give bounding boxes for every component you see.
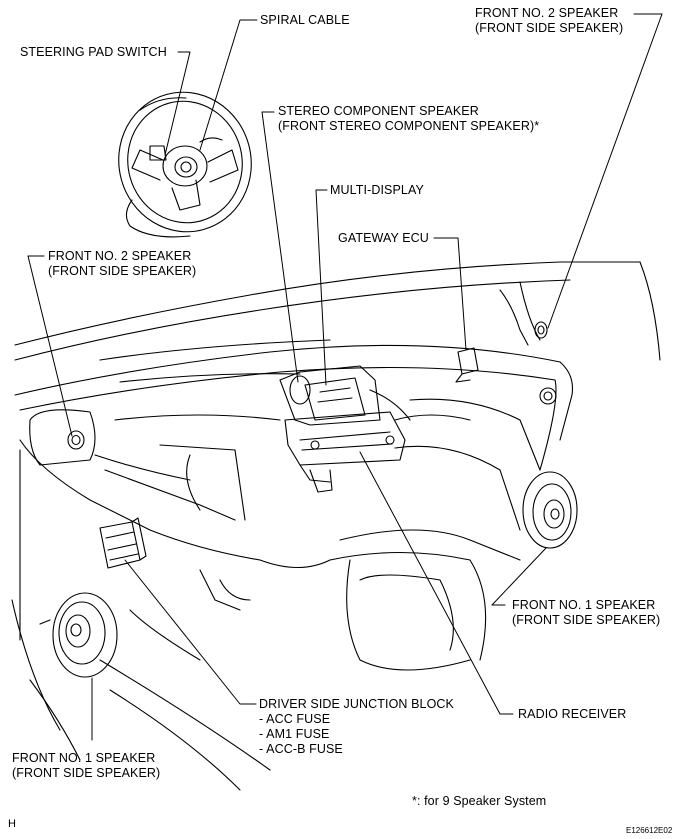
footnote: *: for 9 Speaker System xyxy=(412,794,546,809)
label-stereo-component-speaker: STEREO COMPONENT SPEAKER (FRONT STEREO C… xyxy=(278,104,539,134)
label-front-no1-speaker-right: FRONT NO. 1 SPEAKER (FRONT SIDE SPEAKER) xyxy=(512,598,660,628)
label-front-no2-speaker-left-line2: (FRONT SIDE SPEAKER) xyxy=(48,264,197,278)
label-spiral-cable: SPIRAL CABLE xyxy=(260,13,350,28)
label-front-no1-speaker-right-line2: (FRONT SIDE SPEAKER) xyxy=(512,613,661,627)
gateway-ecu-drawing xyxy=(455,347,479,383)
label-junction-block-title: DRIVER SIDE JUNCTION BLOCK xyxy=(259,697,454,711)
label-am1-fuse: - AM1 FUSE xyxy=(259,727,330,741)
steering-wheel-drawing xyxy=(118,91,252,238)
label-gateway-ecu-text: GATEWAY ECU xyxy=(338,231,429,245)
label-steering-pad-switch-text: STEERING PAD SWITCH xyxy=(20,45,167,59)
label-multi-display: MULTI-DISPLAY xyxy=(330,183,424,198)
front-no2-speaker-right-drawing xyxy=(534,321,557,405)
label-driver-side-junction-block: DRIVER SIDE JUNCTION BLOCK - ACC FUSE - … xyxy=(259,697,454,757)
figure-id-text: E126612E02 xyxy=(626,826,673,835)
front-no2-speaker-left-drawing xyxy=(29,409,96,466)
corner-mark-text: H xyxy=(8,818,17,830)
label-spiral-cable-text: SPIRAL CABLE xyxy=(260,13,350,27)
label-radio-receiver: RADIO RECEIVER xyxy=(518,707,626,722)
front-no1-speaker-right-drawing xyxy=(522,471,578,549)
label-steering-pad-switch: STEERING PAD SWITCH xyxy=(20,45,167,60)
corner-mark: H xyxy=(8,817,16,832)
label-front-no2-speaker-left: FRONT NO. 2 SPEAKER (FRONT SIDE SPEAKER) xyxy=(48,249,196,279)
label-acc-fuse: - ACC FUSE xyxy=(259,712,331,726)
label-multi-display-text: MULTI-DISPLAY xyxy=(330,183,424,197)
label-front-no1-speaker-left: FRONT NO. 1 SPEAKER (FRONT SIDE SPEAKER) xyxy=(12,751,160,781)
label-acc-b-fuse: - ACC-B FUSE xyxy=(259,742,343,756)
leader-lines xyxy=(27,13,663,741)
junction-block-drawing xyxy=(99,517,147,569)
label-front-no1-speaker-right-line1: FRONT NO. 1 SPEAKER xyxy=(512,598,656,612)
label-gateway-ecu: GATEWAY ECU xyxy=(338,231,429,246)
label-front-no2-speaker-right: FRONT NO. 2 SPEAKER (FRONT SIDE SPEAKER) xyxy=(475,6,623,36)
label-stereo-component-speaker-line2: (FRONT STEREO COMPONENT SPEAKER)* xyxy=(278,119,540,133)
label-front-no2-speaker-right-line1: FRONT NO. 2 SPEAKER xyxy=(475,6,619,20)
front-no1-speaker-left-drawing xyxy=(39,592,118,678)
label-front-no2-speaker-left-line1: FRONT NO. 2 SPEAKER xyxy=(48,249,192,263)
center-stack-drawing xyxy=(279,365,411,493)
label-front-no1-speaker-left-line1: FRONT NO. 1 SPEAKER xyxy=(12,751,156,765)
figure-id: E126612E02 xyxy=(626,823,672,838)
footnote-text: *: for 9 Speaker System xyxy=(412,794,547,808)
label-front-no2-speaker-right-line2: (FRONT SIDE SPEAKER) xyxy=(475,21,624,35)
label-front-no1-speaker-left-line2: (FRONT SIDE SPEAKER) xyxy=(12,766,161,780)
dashboard-outline xyxy=(11,261,661,791)
label-radio-receiver-text: RADIO RECEIVER xyxy=(518,707,627,721)
label-stereo-component-speaker-line1: STEREO COMPONENT SPEAKER xyxy=(278,104,479,118)
